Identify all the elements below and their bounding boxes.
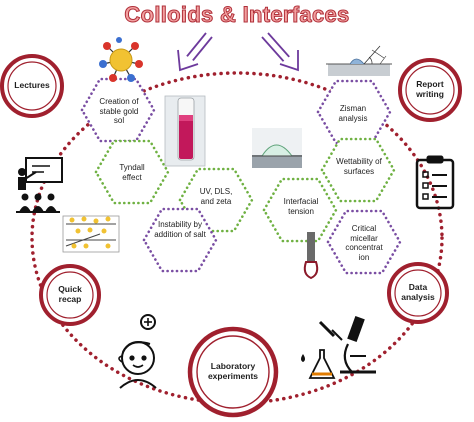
- stage-label-data-analysis: Data analysis: [401, 282, 435, 302]
- topic-wettability: Wettability of surfaces: [336, 157, 382, 176]
- hex-interfacial-tension: [262, 177, 338, 243]
- diagram-title: Colloids & Interfaces: [124, 2, 350, 28]
- stage-label-report-writing: Report writing: [416, 79, 444, 99]
- stage-circle-report-writing: [398, 58, 462, 122]
- topic-interfacial-tension: Interfacial tension: [283, 197, 319, 216]
- left-arrow: [177, 32, 213, 72]
- stage-label-lectures: Lectures: [14, 80, 50, 90]
- clipboard-checklist-icon: [415, 155, 455, 210]
- teacher-classroom-icon: [16, 157, 63, 213]
- topic-tyndall-effect: Tyndall effect: [119, 163, 145, 182]
- stage-circle-quick-recap: [39, 264, 101, 326]
- gold-nanoparticle-icon: [99, 37, 143, 82]
- topic-creation-gold-sol: Creation of stable gold sol: [99, 97, 139, 125]
- pendant-drop-icon: [303, 232, 319, 280]
- topic-instability-salt: Instability by addition of salt: [154, 220, 206, 239]
- student-idea-icon: [118, 314, 157, 389]
- topic-uv-dls-zeta: UV, DLS, and zeta: [199, 187, 233, 206]
- hex-tyndall-effect: [94, 139, 170, 205]
- stage-circle-data-analysis: [387, 262, 449, 324]
- hex-instability-salt: [142, 207, 218, 273]
- topic-critical-micellar: Critical micellar concentrat ion: [345, 224, 383, 262]
- hex-critical-micellar: [326, 209, 402, 275]
- microscope-flask-icon: [301, 316, 376, 379]
- hex-zisman-analysis: [316, 79, 392, 145]
- right-arrow: [261, 32, 299, 72]
- stage-circle-laboratory: [187, 326, 279, 418]
- stage-label-laboratory: Laboratory experiments: [207, 361, 259, 381]
- hex-creation-gold-sol: [80, 77, 156, 143]
- topic-zisman-analysis: Zisman analysis: [338, 104, 368, 123]
- sample-vial-photo: [164, 95, 206, 167]
- droplet-photo: [252, 128, 302, 168]
- contact-angle-icon: [326, 45, 392, 76]
- stage-label-quick-recap: Quick recap: [58, 284, 82, 304]
- hex-wettability: [320, 137, 396, 203]
- stage-circle-lectures: [0, 54, 64, 118]
- particle-aggregation-icon: [62, 215, 120, 253]
